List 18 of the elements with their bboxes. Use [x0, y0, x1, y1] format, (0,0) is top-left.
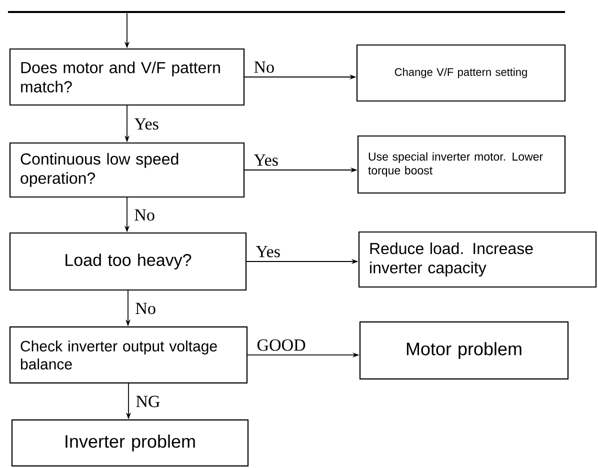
edge-label: No	[252, 60, 276, 74]
edge-label: NG	[134, 394, 162, 408]
edge-label: Yes	[252, 154, 280, 167]
edge-label: Yes	[254, 245, 282, 258]
process-box: Load too heavy?	[9, 232, 247, 291]
edge-label: No	[133, 208, 156, 222]
process-box: Does motor and V/F pattern match?	[9, 48, 245, 106]
edge-label: Yes	[133, 117, 160, 131]
process-box: Change V/F pattern setting	[356, 44, 566, 102]
rule-line	[8, 11, 565, 13]
process-box: Use special inverter motor. Lower torque boost	[357, 135, 566, 194]
process-box: Reduce load. Increase inverter capacity	[358, 231, 597, 288]
edge-label: GOOD	[256, 338, 307, 352]
edge-label: No	[134, 302, 157, 316]
process-box: Check inverter output voltage balance	[9, 326, 248, 384]
process-box: Inverter problem	[11, 419, 249, 467]
process-box: Motor problem	[359, 321, 569, 380]
process-box: Continuous low speed operation?	[9, 142, 245, 198]
